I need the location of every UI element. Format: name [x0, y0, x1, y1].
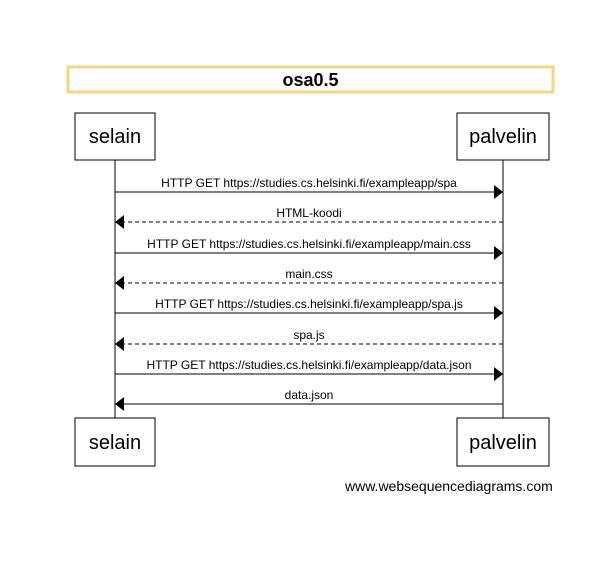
arrow-head-icon	[494, 367, 503, 381]
arrow-head-icon	[115, 397, 124, 411]
arrow-head-icon	[494, 185, 503, 199]
actor-right-bottom-label: palvelin	[469, 432, 537, 454]
message-2: HTML-koodi	[115, 206, 503, 229]
message-label: HTML-koodi	[276, 206, 341, 220]
message-label: HTTP GET https://studies.cs.helsinki.fi/…	[155, 297, 463, 311]
message-label: HTTP GET https://studies.cs.helsinki.fi/…	[161, 176, 457, 190]
actor-left-top: selain	[74, 112, 156, 161]
message-label: HTTP GET https://studies.cs.helsinki.fi/…	[147, 237, 471, 251]
message-label: data.json	[285, 388, 334, 402]
message-label: spa.js	[293, 328, 324, 342]
actor-right-bottom: palvelin	[456, 417, 550, 467]
message-7: HTTP GET https://studies.cs.helsinki.fi/…	[115, 358, 503, 381]
message-1: HTTP GET https://studies.cs.helsinki.fi/…	[115, 176, 503, 199]
arrow-head-icon	[115, 337, 124, 351]
arrow-head-icon	[494, 306, 503, 320]
actor-right-top-label: palvelin	[469, 126, 537, 148]
actor-left-top-label: selain	[89, 126, 141, 148]
actor-left-bottom-label: selain	[89, 432, 141, 454]
actor-left-bottom: selain	[74, 417, 156, 467]
message-label: HTTP GET https://studies.cs.helsinki.fi/…	[146, 358, 471, 372]
watermark-link[interactable]: www.websequencediagrams.com	[345, 478, 553, 494]
title-box	[66, 65, 555, 94]
message-5: HTTP GET https://studies.cs.helsinki.fi/…	[115, 297, 503, 320]
message-8: data.json	[115, 388, 503, 411]
arrow-head-icon	[115, 276, 124, 290]
message-6: spa.js	[115, 328, 503, 351]
actor-right-top: palvelin	[456, 112, 550, 161]
message-label: main.css	[285, 267, 332, 281]
message-3: HTTP GET https://studies.cs.helsinki.fi/…	[115, 237, 503, 260]
arrow-head-icon	[115, 215, 124, 229]
arrow-head-icon	[494, 246, 503, 260]
messages: HTTP GET https://studies.cs.helsinki.fi/…	[115, 176, 503, 411]
message-4: main.css	[115, 267, 503, 290]
diagram-title: osa0.5	[282, 70, 338, 90]
